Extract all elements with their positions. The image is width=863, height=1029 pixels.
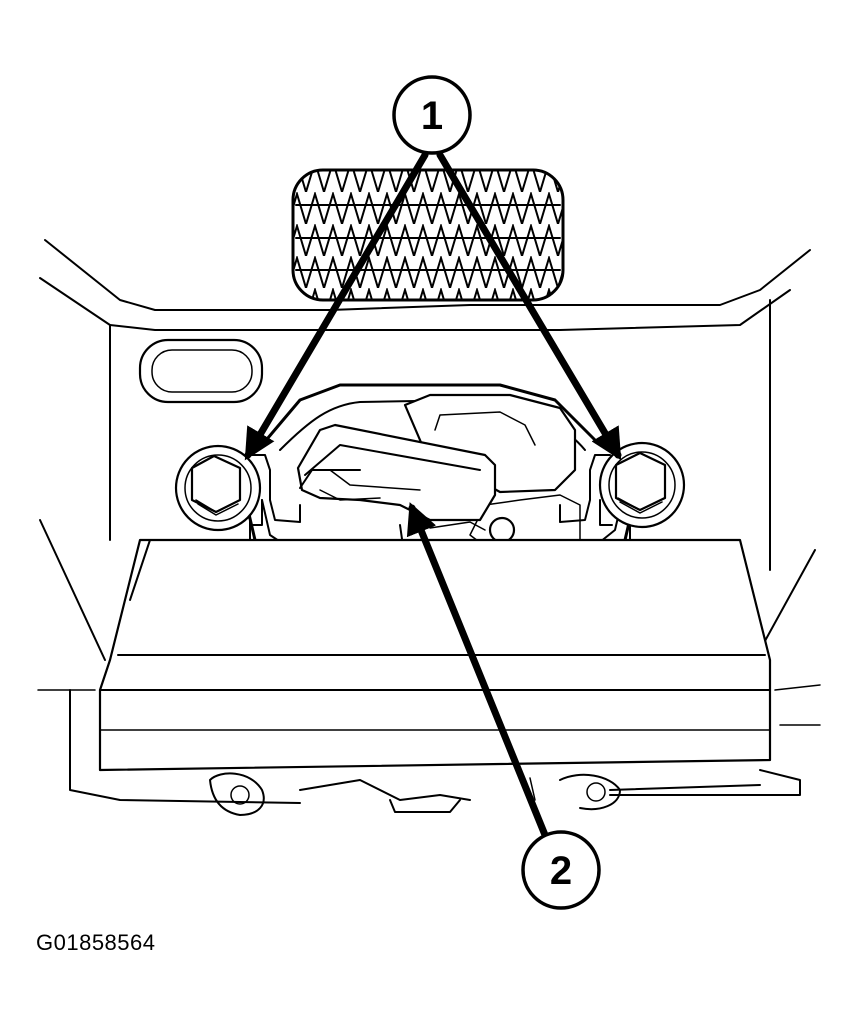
right-bolt (598, 441, 686, 529)
left-bolt (174, 444, 262, 532)
callout-1: 1 (392, 75, 472, 155)
housing-outline (37, 239, 821, 804)
grille-panel (291, 168, 565, 302)
callout-1-label: 1 (421, 94, 443, 138)
crossbar (98, 538, 772, 772)
callout-1-arrow-left (244, 151, 429, 461)
figure-id: G01858564 (36, 930, 156, 955)
callout-2: 2 (521, 830, 601, 910)
callout-arrows (244, 151, 622, 839)
left-slot (138, 338, 264, 404)
connector (296, 423, 497, 522)
callout-2-label: 2 (550, 849, 572, 893)
lower-mechanism (209, 772, 761, 816)
callout-2-arrow (406, 502, 549, 839)
callout-1-arrow-right (436, 151, 622, 461)
